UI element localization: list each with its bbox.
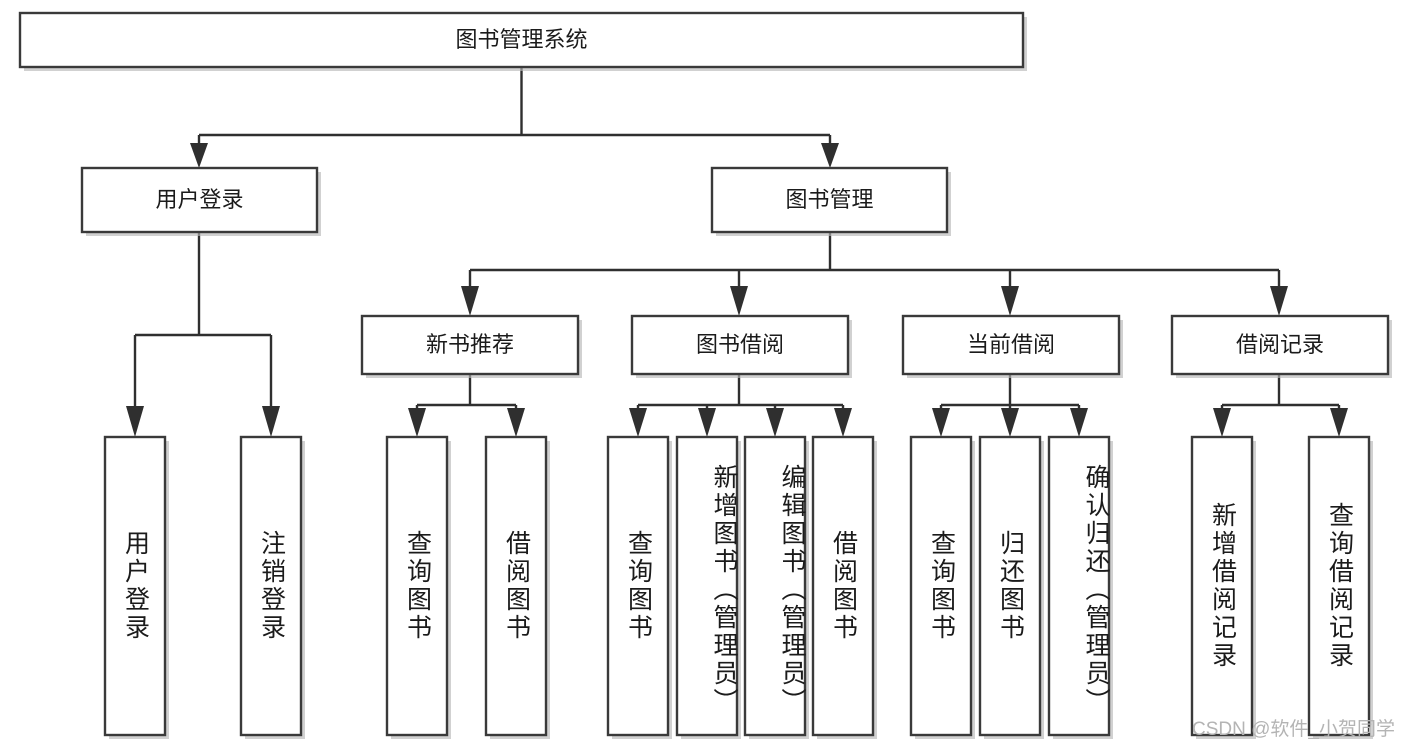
level2-node-box-book-management[interactable]	[710, 166, 949, 234]
leaf-box-user-login-1[interactable]	[239, 435, 303, 737]
arrow-to-user-login	[190, 143, 208, 168]
level2-node-label-book-management: 图书管理	[785, 187, 873, 212]
level3-node-label-book-borrow: 图书借阅	[696, 332, 784, 357]
leaf-box-book-borrow-3[interactable]	[811, 435, 875, 737]
arrow-leaf-current-borrow-2	[1001, 408, 1019, 437]
arrow-leaf-user-login-1	[126, 406, 144, 437]
leaf-box-new-book-1[interactable]	[484, 435, 548, 737]
leaf-box-new-book-0[interactable]	[385, 435, 449, 737]
root-node-label: 图书管理系统	[455, 27, 587, 52]
level3-node-box-new-book-recommend[interactable]	[360, 314, 580, 376]
level3-node-box-current-borrow[interactable]	[901, 314, 1121, 376]
csdn-watermark: CSDN @软件_小贺同学	[1192, 719, 1395, 740]
leaf-box-book-borrow-0[interactable]	[606, 435, 670, 737]
node-layer: 图书管理系统 用户登录 图书管理 新书推荐 图书借阅 当前借阅 借阅记录	[18, 11, 1392, 739]
arrow-to-book-mgmt	[821, 143, 839, 168]
arrow-leaf-book-borrow-1	[629, 408, 647, 437]
arrow-to-borrow-record	[1270, 286, 1288, 316]
arrow-to-book-borrow	[730, 286, 748, 316]
connector-layer	[126, 67, 1348, 437]
level2-node-label-user-login: 用户登录	[155, 187, 243, 212]
arrow-leaf-borrow-record-2	[1330, 408, 1348, 437]
arrow-leaf-book-borrow-2	[698, 408, 716, 437]
level2-node-box-user-login[interactable]	[80, 166, 319, 234]
root-node-box[interactable]	[18, 11, 1025, 69]
arrow-leaf-current-borrow-1	[932, 408, 950, 437]
level3-node-label-borrow-record: 借阅记录	[1236, 332, 1324, 357]
leaf-box-current-borrow-2[interactable]	[1047, 435, 1111, 737]
arrow-leaf-book-borrow-4	[834, 408, 852, 437]
arrow-leaf-new-book-2	[507, 408, 525, 437]
level3-node-label-current-borrow: 当前借阅	[967, 332, 1055, 357]
arrow-leaf-current-borrow-3	[1070, 408, 1088, 437]
level3-node-box-book-borrow[interactable]	[630, 314, 850, 376]
leaf-box-current-borrow-0[interactable]	[909, 435, 973, 737]
arrow-to-current-borrow	[1001, 286, 1019, 316]
leaf-box-current-borrow-1[interactable]	[978, 435, 1042, 737]
leaf-box-borrow-record-1[interactable]	[1307, 435, 1371, 737]
arrow-leaf-user-login-2	[262, 406, 280, 437]
level3-node-label-new-book-recommend: 新书推荐	[426, 332, 514, 357]
arrow-leaf-book-borrow-3	[766, 408, 784, 437]
leaf-box-book-borrow-2[interactable]	[743, 435, 807, 737]
arrow-leaf-borrow-record-1	[1213, 408, 1231, 437]
arrow-leaf-new-book-1	[408, 408, 426, 437]
leaf-box-borrow-record-0[interactable]	[1190, 435, 1254, 737]
leaf-box-user-login-0[interactable]	[103, 435, 167, 737]
leaf-box-book-borrow-1[interactable]	[675, 435, 739, 737]
level3-node-box-borrow-record[interactable]	[1170, 314, 1390, 376]
arrow-to-new-book	[461, 286, 479, 316]
